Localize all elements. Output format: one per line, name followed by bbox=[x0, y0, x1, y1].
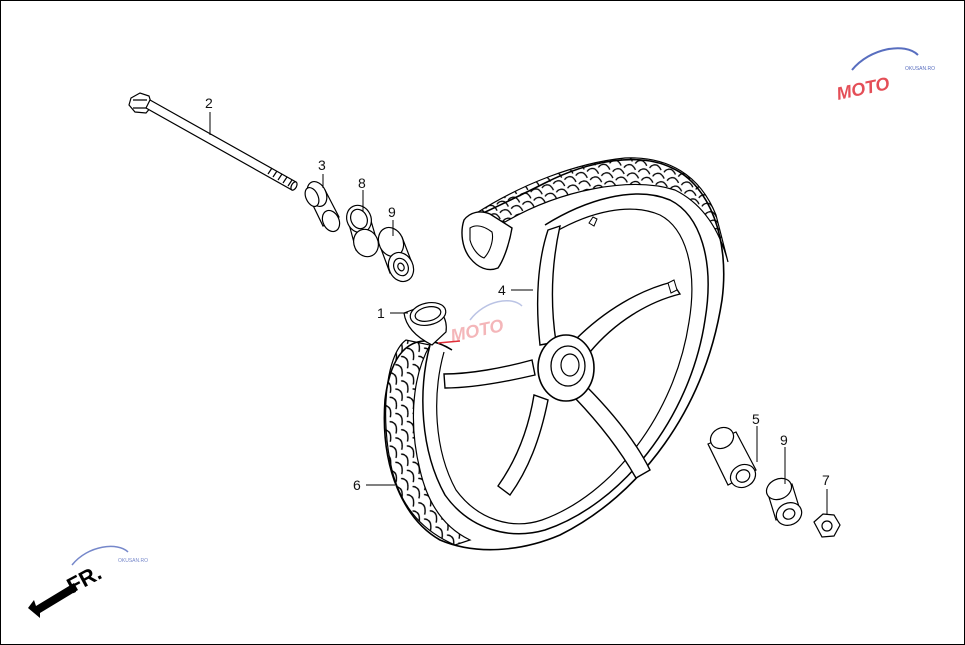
collar bbox=[304, 181, 341, 233]
callout-3: 3 bbox=[318, 157, 326, 173]
watermark-logo-top: MOTO OKUSAN.RO bbox=[835, 47, 935, 104]
side-collar bbox=[403, 302, 461, 346]
bearing-upper bbox=[377, 226, 415, 283]
bearing-lower bbox=[765, 477, 803, 526]
front-direction-indicator: FR. bbox=[28, 560, 106, 618]
right-collar bbox=[707, 426, 757, 489]
svg-text:OKUSAN.RO: OKUSAN.RO bbox=[905, 66, 935, 72]
svg-text:MOTO: MOTO bbox=[835, 73, 892, 104]
callout-1: 1 bbox=[377, 305, 385, 321]
callout-6: 6 bbox=[353, 477, 361, 493]
axle-bolt bbox=[128, 92, 298, 191]
axle-nut bbox=[813, 513, 841, 538]
watermark-logo-bottom: OKUSAN.RO bbox=[71, 545, 148, 566]
callout-4: 4 bbox=[498, 282, 506, 298]
callout-9-lower: 9 bbox=[780, 432, 788, 448]
leader-lines bbox=[209, 112, 828, 515]
front-arrow-icon bbox=[28, 583, 78, 618]
callout-9-upper: 9 bbox=[388, 204, 396, 220]
wheel-assembly bbox=[383, 157, 729, 551]
callout-7: 7 bbox=[822, 472, 830, 488]
callout-numbers: 2 3 8 9 1 4 5 9 7 6 bbox=[205, 95, 830, 493]
dust-seal bbox=[346, 204, 379, 258]
svg-text:OKUSAN.RO: OKUSAN.RO bbox=[118, 558, 148, 564]
callout-2: 2 bbox=[205, 95, 213, 111]
callout-8: 8 bbox=[358, 175, 366, 191]
callout-5: 5 bbox=[752, 411, 760, 427]
